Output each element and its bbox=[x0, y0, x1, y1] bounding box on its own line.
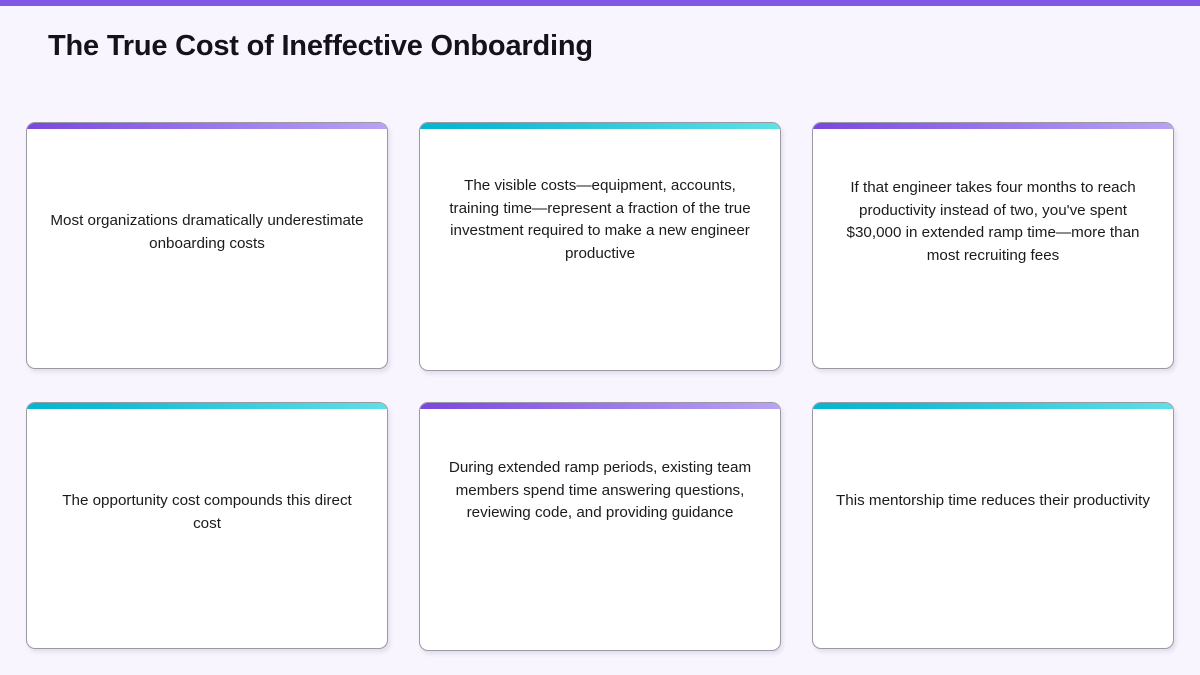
insight-card-2: The visible costs—equipment, accounts, t… bbox=[419, 122, 781, 371]
card-text-4: The opportunity cost compounds this dire… bbox=[62, 492, 352, 532]
card-text-6: This mentorship time reduces their produ… bbox=[836, 492, 1150, 509]
top-accent-bar bbox=[0, 0, 1200, 6]
card-text-2: The visible costs—equipment, accounts, t… bbox=[449, 177, 751, 262]
card-accent-bar-teal bbox=[813, 403, 1173, 409]
card-accent-bar-purple bbox=[27, 123, 387, 129]
card-accent-bar-purple bbox=[420, 403, 780, 409]
card-accent-bar-teal bbox=[420, 123, 780, 129]
insight-card-grid: Most organizations dramatically underest… bbox=[26, 122, 1174, 651]
insight-card-3: If that engineer takes four months to re… bbox=[812, 122, 1174, 369]
page-title: The True Cost of Ineffective Onboarding bbox=[48, 30, 593, 62]
insight-card-6: This mentorship time reduces their produ… bbox=[812, 402, 1174, 649]
insight-card-4: The opportunity cost compounds this dire… bbox=[26, 402, 388, 649]
card-accent-bar-teal bbox=[27, 403, 387, 409]
insight-card-1: Most organizations dramatically underest… bbox=[26, 122, 388, 369]
card-text-5: During extended ramp periods, existing t… bbox=[448, 459, 752, 521]
card-text-3: If that engineer takes four months to re… bbox=[846, 179, 1140, 264]
insight-card-5: During extended ramp periods, existing t… bbox=[419, 402, 781, 651]
card-text-1: Most organizations dramatically underest… bbox=[50, 212, 364, 252]
card-accent-bar-purple bbox=[813, 123, 1173, 129]
